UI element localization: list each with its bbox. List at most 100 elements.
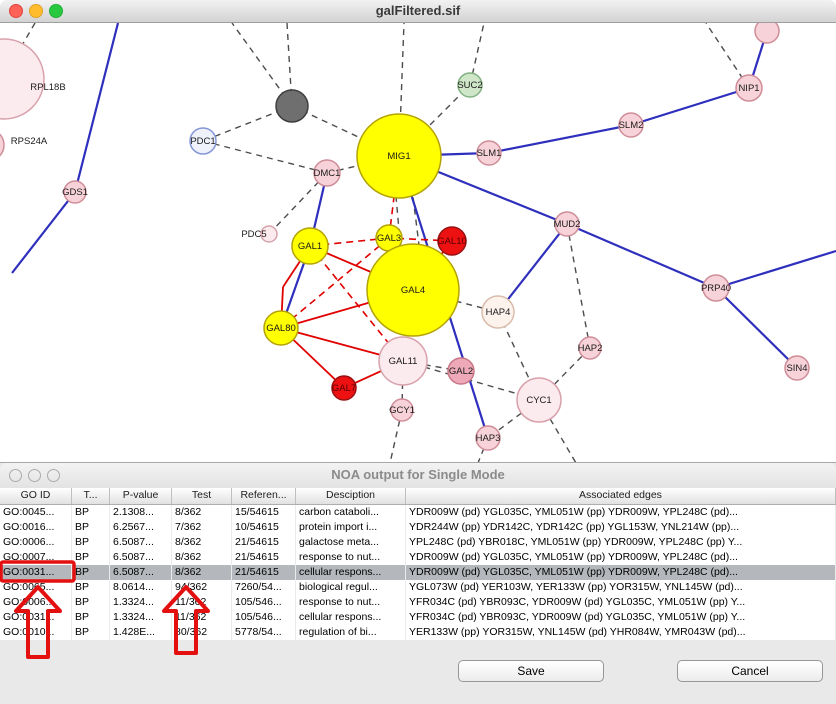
table-cell[interactable]: YPL248C (pd) YBR018C, YML051W (pp) YDR00… (406, 535, 836, 550)
table-cell[interactable]: 94/362 (172, 580, 232, 595)
table-cell[interactable]: regulation of bi... (296, 625, 406, 640)
table-cell[interactable]: cellular respons... (296, 610, 406, 625)
column-header[interactable]: T... (72, 488, 110, 504)
table-cell[interactable]: 1.3324... (110, 610, 172, 625)
graph-edge (716, 288, 797, 368)
table-cell[interactable]: YER133W (pp) YOR315W, YNL145W (pd) YHR08… (406, 625, 836, 640)
table-cell[interactable]: GO:0045... (0, 505, 72, 520)
table-row[interactable]: GO:0065...BP8.0614...94/3627260/54...bio… (0, 580, 836, 595)
table-cell[interactable]: GO:0031... (0, 565, 72, 580)
table-cell[interactable]: BP (72, 520, 110, 535)
table-cell[interactable]: YGL073W (pd) YER103W, YER133W (pp) YOR31… (406, 580, 836, 595)
table-cell[interactable]: 15/54615 (232, 505, 296, 520)
graph-node-rps24a[interactable] (0, 129, 4, 161)
table-row[interactable]: GO:0006...BP6.5087...8/36221/54615galact… (0, 535, 836, 550)
table-cell[interactable]: galactose meta... (296, 535, 406, 550)
table-cell[interactable]: protein import i... (296, 520, 406, 535)
table-cell[interactable]: BP (72, 610, 110, 625)
table-cell[interactable]: 8/362 (172, 550, 232, 565)
table-cell[interactable]: BP (72, 535, 110, 550)
table-cell[interactable]: 11/362 (172, 610, 232, 625)
table-cell[interactable]: 105/546... (232, 610, 296, 625)
table-cell[interactable]: YDR009W (pd) YGL035C, YML051W (pp) YDR00… (406, 550, 836, 565)
table-row[interactable]: GO:0031...BP6.5087...8/36221/54615cellul… (0, 565, 836, 580)
table-cell[interactable]: GO:0031... (0, 610, 72, 625)
graph-node-label: RPL18B (30, 82, 65, 93)
table-cell[interactable]: 7/362 (172, 520, 232, 535)
column-header[interactable]: Test (172, 488, 232, 504)
table-cell[interactable]: YFR034C (pd) YBR093C, YDR009W (pd) YGL03… (406, 610, 836, 625)
table-cell[interactable]: cellular respons... (296, 565, 406, 580)
table-cell[interactable]: 2.1308... (110, 505, 172, 520)
graph-node-gray1[interactable] (276, 90, 308, 122)
network-canvas[interactable]: RPL18BRPS24AGDS1PDC1DMC1MIG1SUC2SLM1SLM2… (0, 23, 836, 463)
table-cell[interactable]: GO:0006... (0, 535, 72, 550)
graph-node-label: GDS1 (62, 187, 88, 198)
table-row[interactable]: GO:0006...BP1.3324...11/362105/546...res… (0, 595, 836, 610)
table-cell[interactable]: 1.3324... (110, 595, 172, 610)
table-cell[interactable]: GO:0010... (0, 625, 72, 640)
table-row[interactable]: GO:0010...BP1.428E...80/3625778/54...reg… (0, 625, 836, 640)
table-cell[interactable]: YFR034C (pd) YBR093C, YDR009W (pd) YGL03… (406, 595, 836, 610)
table-cell[interactable]: response to nut... (296, 595, 406, 610)
table-cell[interactable]: biological regul... (296, 580, 406, 595)
column-header[interactable]: Associated edges (406, 488, 836, 504)
graph-node-label: SLM1 (477, 148, 502, 159)
graph-node-rpl18b[interactable] (0, 39, 44, 119)
table-cell[interactable]: 11/362 (172, 595, 232, 610)
table-cell[interactable]: 21/54615 (232, 550, 296, 565)
column-header[interactable]: P-value (110, 488, 172, 504)
table-cell[interactable]: GO:0007... (0, 550, 72, 565)
table-cell[interactable]: carbon cataboli... (296, 505, 406, 520)
cancel-button[interactable]: Cancel (677, 660, 823, 682)
table-cell[interactable]: 1.428E... (110, 625, 172, 640)
table-cell[interactable]: BP (72, 505, 110, 520)
graph-edge (203, 141, 327, 173)
table-cell[interactable]: 6.5087... (110, 535, 172, 550)
table-cell[interactable]: YDR244W (pp) YDR142C, YDR142C (pp) YGL15… (406, 520, 836, 535)
graph-node-label: PDC5 (241, 229, 266, 240)
table-row[interactable]: GO:0045...BP2.1308...8/36215/54615carbon… (0, 505, 836, 520)
graph-node-tr1[interactable] (755, 23, 779, 43)
graph-node-label: GAL4 (401, 285, 425, 296)
table-cell[interactable]: 21/54615 (232, 535, 296, 550)
column-header[interactable]: GO ID (0, 488, 72, 504)
table-cell[interactable]: 105/546... (232, 595, 296, 610)
column-header[interactable]: Desciption (296, 488, 406, 504)
graph-node-label: PRP40 (701, 283, 731, 294)
graph-node-label: SIN4 (786, 363, 807, 374)
save-button[interactable]: Save (458, 660, 604, 682)
table-row[interactable]: GO:0031...BP1.3324...11/362105/546...cel… (0, 610, 836, 625)
table-cell[interactable]: 80/362 (172, 625, 232, 640)
table-cell[interactable]: 10/54615 (232, 520, 296, 535)
network-window-titlebar[interactable]: galFiltered.sif (0, 0, 836, 23)
table-cell[interactable]: 8/362 (172, 505, 232, 520)
table-cell[interactable]: response to nut... (296, 550, 406, 565)
table-row[interactable]: GO:0007...BP6.5087...8/36221/54615respon… (0, 550, 836, 565)
table-cell[interactable]: GO:0065... (0, 580, 72, 595)
table-row[interactable]: GO:0016...BP6.2567...7/36210/54615protei… (0, 520, 836, 535)
table-cell[interactable]: YDR009W (pd) YGL035C, YML051W (pp) YDR00… (406, 565, 836, 580)
column-header[interactable]: Referen... (232, 488, 296, 504)
table-cell[interactable]: BP (72, 550, 110, 565)
table-cell[interactable]: 6.2567... (110, 520, 172, 535)
table-cell[interactable]: 5778/54... (232, 625, 296, 640)
table-cell[interactable]: 21/54615 (232, 565, 296, 580)
table-cell[interactable]: BP (72, 595, 110, 610)
table-cell[interactable]: YDR009W (pd) YGL035C, YML051W (pp) YDR00… (406, 505, 836, 520)
graph-node-label: RPS24A (11, 136, 48, 147)
table-cell[interactable]: 8/362 (172, 565, 232, 580)
table-cell[interactable]: GO:0006... (0, 595, 72, 610)
table-cell[interactable]: BP (72, 625, 110, 640)
table-cell[interactable]: BP (72, 580, 110, 595)
graph-node-label: DMC1 (314, 168, 341, 179)
table-cell[interactable]: 8/362 (172, 535, 232, 550)
table-cell[interactable]: BP (72, 565, 110, 580)
table-cell[interactable]: 8.0614... (110, 580, 172, 595)
table-cell[interactable]: 7260/54... (232, 580, 296, 595)
graph-edge (489, 125, 631, 153)
table-cell[interactable]: 6.5087... (110, 565, 172, 580)
table-cell[interactable]: 6.5087... (110, 550, 172, 565)
table-cell[interactable]: GO:0016... (0, 520, 72, 535)
noa-window-titlebar[interactable]: NOA output for Single Mode (0, 463, 836, 489)
